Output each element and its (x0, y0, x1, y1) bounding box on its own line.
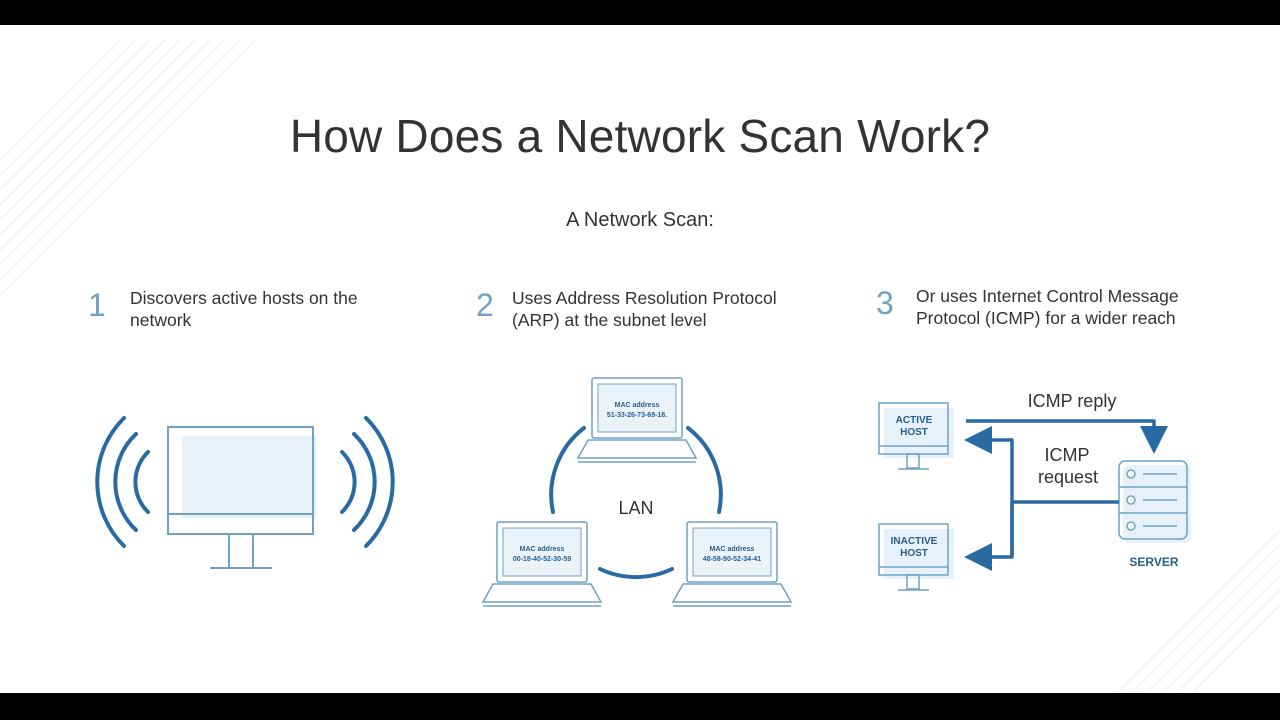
step-1-line-2: network (130, 310, 192, 330)
laptop-bottom-right: MAC address 48-58-90-52-34-41 (671, 521, 793, 607)
active-host-icon: ACTIVE HOST (878, 402, 954, 470)
active-host-label-1: ACTIVE (896, 415, 933, 426)
step-1-description: Discovers active hosts on the network (130, 287, 358, 331)
step-1-number: 1 (88, 287, 106, 323)
step-2-line-1: Uses Address Resolution Protocol (512, 288, 777, 308)
icmp-reply-arrow (966, 419, 1168, 454)
icmp-request-arrows (964, 426, 1119, 571)
icmp-request-label-2: request (1038, 467, 1098, 487)
page-title: How Does a Network Scan Work? (289, 110, 991, 162)
inactive-host-icon: INACTIVE HOST (878, 523, 954, 591)
laptop-right-mac-label: MAC address (710, 546, 755, 553)
step-1-line-1: Discovers active hosts on the (130, 288, 358, 308)
step-3-line-1: Or uses Internet Control Message (916, 286, 1179, 306)
lan-connection-arcs (549, 426, 723, 580)
laptop-top-mac-label: MAC address (615, 402, 660, 409)
laptop-left-mac-value: 00-18-40-52-30-59 (513, 556, 571, 563)
step-3-number: 3 (876, 285, 894, 321)
laptop-right-mac-value: 48-58-90-52-34-41 (703, 556, 761, 563)
inactive-host-label-1: INACTIVE (891, 536, 938, 547)
page-subtitle: A Network Scan: (566, 209, 714, 231)
step-3-line-2: Protocol (ICMP) for a wider reach (916, 308, 1176, 328)
inactive-host-label-2: HOST (900, 548, 928, 559)
step-2-line-2: (ARP) at the subnet level (512, 310, 707, 330)
lan-label: LAN (618, 498, 653, 518)
step-2-number: 2 (476, 287, 494, 323)
icmp-request-label-1: ICMP (1045, 445, 1090, 465)
laptop-left-mac-label: MAC address (520, 546, 565, 553)
monitor-icon (167, 426, 316, 569)
laptop-bottom-left: MAC address 00-18-40-52-30-59 (481, 521, 603, 607)
server-icon: SERVER (1118, 460, 1191, 569)
step-3-description: Or uses Internet Control Message Protoco… (916, 285, 1179, 329)
letterbox-bottom (0, 693, 1280, 720)
active-host-label-2: HOST (900, 427, 928, 438)
laptop-top-mac-value: 51-33-26-73-69-18. (607, 412, 667, 419)
signal-waves-left (95, 416, 150, 548)
signal-waves-right (340, 416, 395, 548)
letterbox-top (0, 0, 1280, 25)
network-scan-diagram: LAN MAC address 51-33-26-73-69-18. MAC a… (0, 39, 1280, 691)
step-2-description: Uses Address Resolution Protocol (ARP) a… (512, 287, 777, 331)
laptop-top: MAC address 51-33-26-73-69-18. (576, 377, 698, 463)
server-label: SERVER (1129, 555, 1178, 569)
icmp-reply-label: ICMP reply (1028, 391, 1117, 411)
background-stripes (0, 39, 1280, 691)
slide: How Does a Network Scan Work? A Network … (0, 25, 1280, 693)
